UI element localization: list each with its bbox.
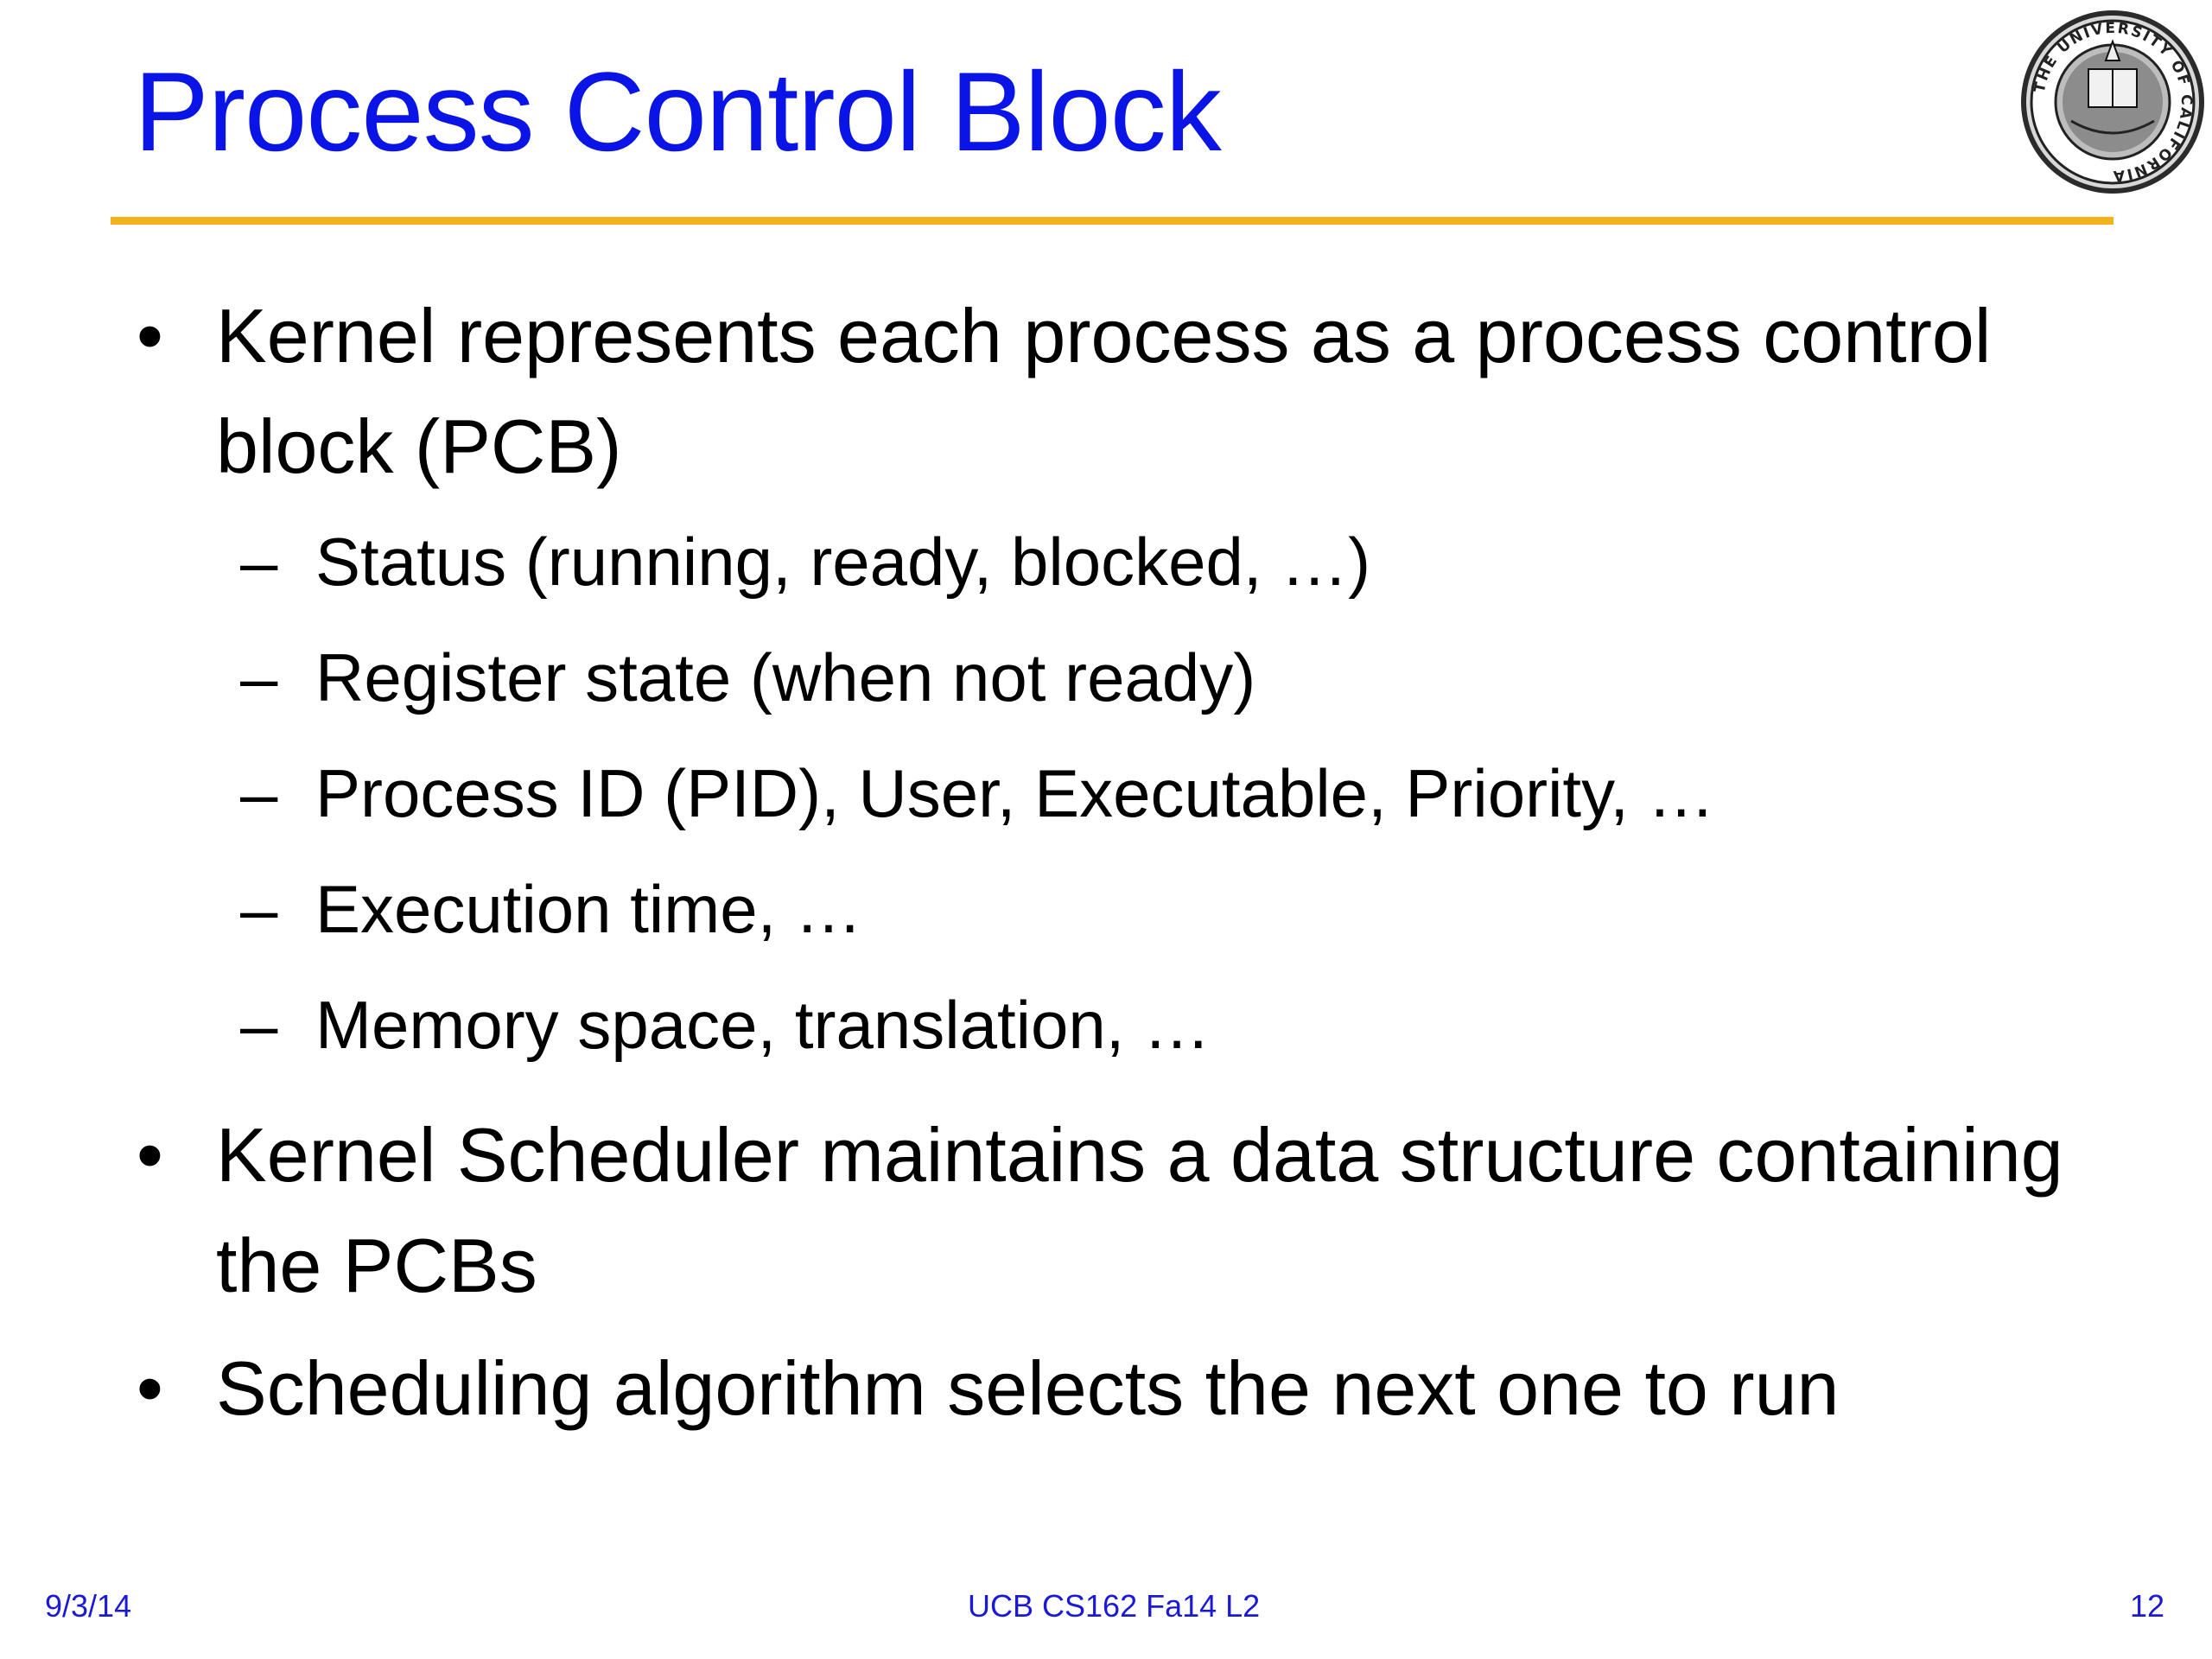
dash-icon: – [240,755,278,831]
sub-bullet-item: – Register state (when not ready) [130,637,2160,719]
bullet-text: Kernel represents each process as a proc… [216,293,1992,489]
dash-icon: – [240,871,278,947]
bullet-dot-icon: • [137,1345,163,1431]
sub-bullet-list: – Status (running, ready, blocked, …) – … [130,521,2160,1066]
sub-bullet-item: – Execution time, … [130,868,2160,950]
footer-course: UCB CS162 Fa14 L2 [968,1588,1261,1624]
sub-bullet-item: – Status (running, ready, blocked, …) [130,521,2160,603]
dash-icon: – [240,639,278,715]
bullet-dot-icon: • [137,1112,163,1198]
sub-bullet-text: Status (running, ready, blocked, …) [315,524,1371,600]
slide-title: Process Control Block [134,48,1222,175]
university-seal-icon: THE UNIVERSITY OF CALIFORNIA [2021,10,2204,194]
bullet-item: • Kernel Scheduler maintains a data stru… [130,1100,2160,1321]
bullet-list: • Kernel represents each process as a pr… [130,281,2160,1456]
bullet-dot-icon: • [137,293,163,378]
title-underline [111,217,2113,225]
footer-page-number: 12 [2129,1588,2164,1624]
bullet-item: • Scheduling algorithm selects the next … [130,1333,2160,1444]
bullet-item: • Kernel represents each process as a pr… [130,281,2160,502]
sub-bullet-text: Process ID (PID), User, Executable, Prio… [315,755,1715,831]
sub-bullet-text: Register state (when not ready) [315,639,1256,715]
dash-icon: – [240,524,278,600]
footer-date: 9/3/14 [45,1588,132,1624]
dash-icon: – [240,987,278,1063]
bullet-text: Kernel Scheduler maintains a data struct… [216,1112,2063,1308]
sub-bullet-item: – Memory space, translation, … [130,984,2160,1066]
sub-bullet-text: Memory space, translation, … [315,987,1211,1063]
sub-bullet-item: – Process ID (PID), User, Executable, Pr… [130,753,2160,835]
bullet-text: Scheduling algorithm selects the next on… [216,1345,1840,1431]
sub-bullet-text: Execution time, … [315,871,862,947]
